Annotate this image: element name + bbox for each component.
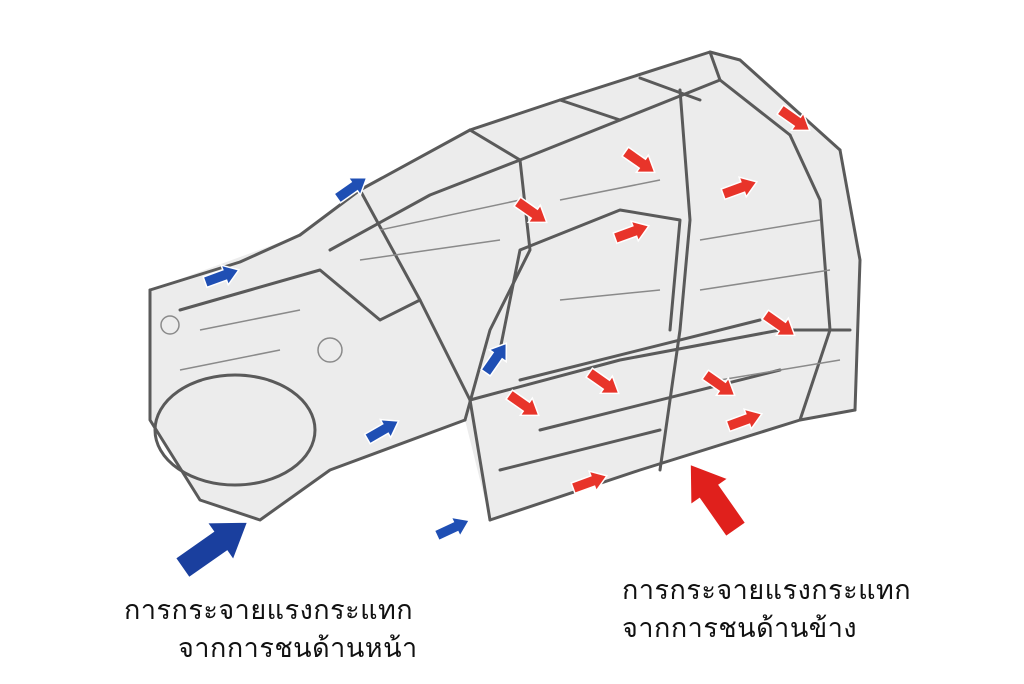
- arrow-blue-icon: [333, 176, 368, 204]
- arrow-red-icon: [570, 470, 609, 495]
- arrow-blue-icon: [480, 342, 508, 377]
- front-caption-line1: การกระจายแรงกระแทก: [124, 595, 414, 626]
- arrow-red-icon: [513, 196, 548, 224]
- side-impact-arrows: [505, 104, 811, 495]
- arrow-blue-icon: [202, 264, 241, 289]
- arrow-large-red-icon: [689, 463, 747, 538]
- side-caption-line1: การกระจายแรงกระแทก: [622, 575, 912, 606]
- arrow-red-icon: [621, 146, 656, 174]
- side-caption-line2: จากการชนด้านข้าง: [622, 613, 858, 644]
- arrow-red-icon: [505, 389, 540, 417]
- arrow-red-icon: [720, 176, 759, 201]
- frame-lines: [148, 50, 862, 522]
- front-impact-arrows: [202, 176, 508, 542]
- arrow-blue-icon: [363, 418, 400, 445]
- front-caption-line2: จากการชนด้านหน้า: [178, 633, 418, 664]
- front-impact-caption: การกระจายแรงกระแทก จากการชนด้านหน้า: [124, 592, 418, 668]
- frame-fill: [150, 52, 860, 520]
- arrow-red-icon: [761, 309, 796, 337]
- arrow-red-icon: [585, 367, 620, 395]
- arrow-large-blue-icon: [174, 521, 249, 579]
- arrow-red-icon: [612, 220, 651, 245]
- arrow-red-icon: [701, 369, 736, 397]
- arrow-red-icon: [776, 104, 811, 132]
- frame-details: [160, 179, 841, 381]
- arrow-blue-icon: [433, 516, 471, 542]
- impact-arrows-large: [174, 463, 747, 579]
- arrow-red-icon: [725, 408, 764, 433]
- side-impact-caption: การกระจายแรงกระแทก จากการชนด้านข้าง: [622, 572, 911, 648]
